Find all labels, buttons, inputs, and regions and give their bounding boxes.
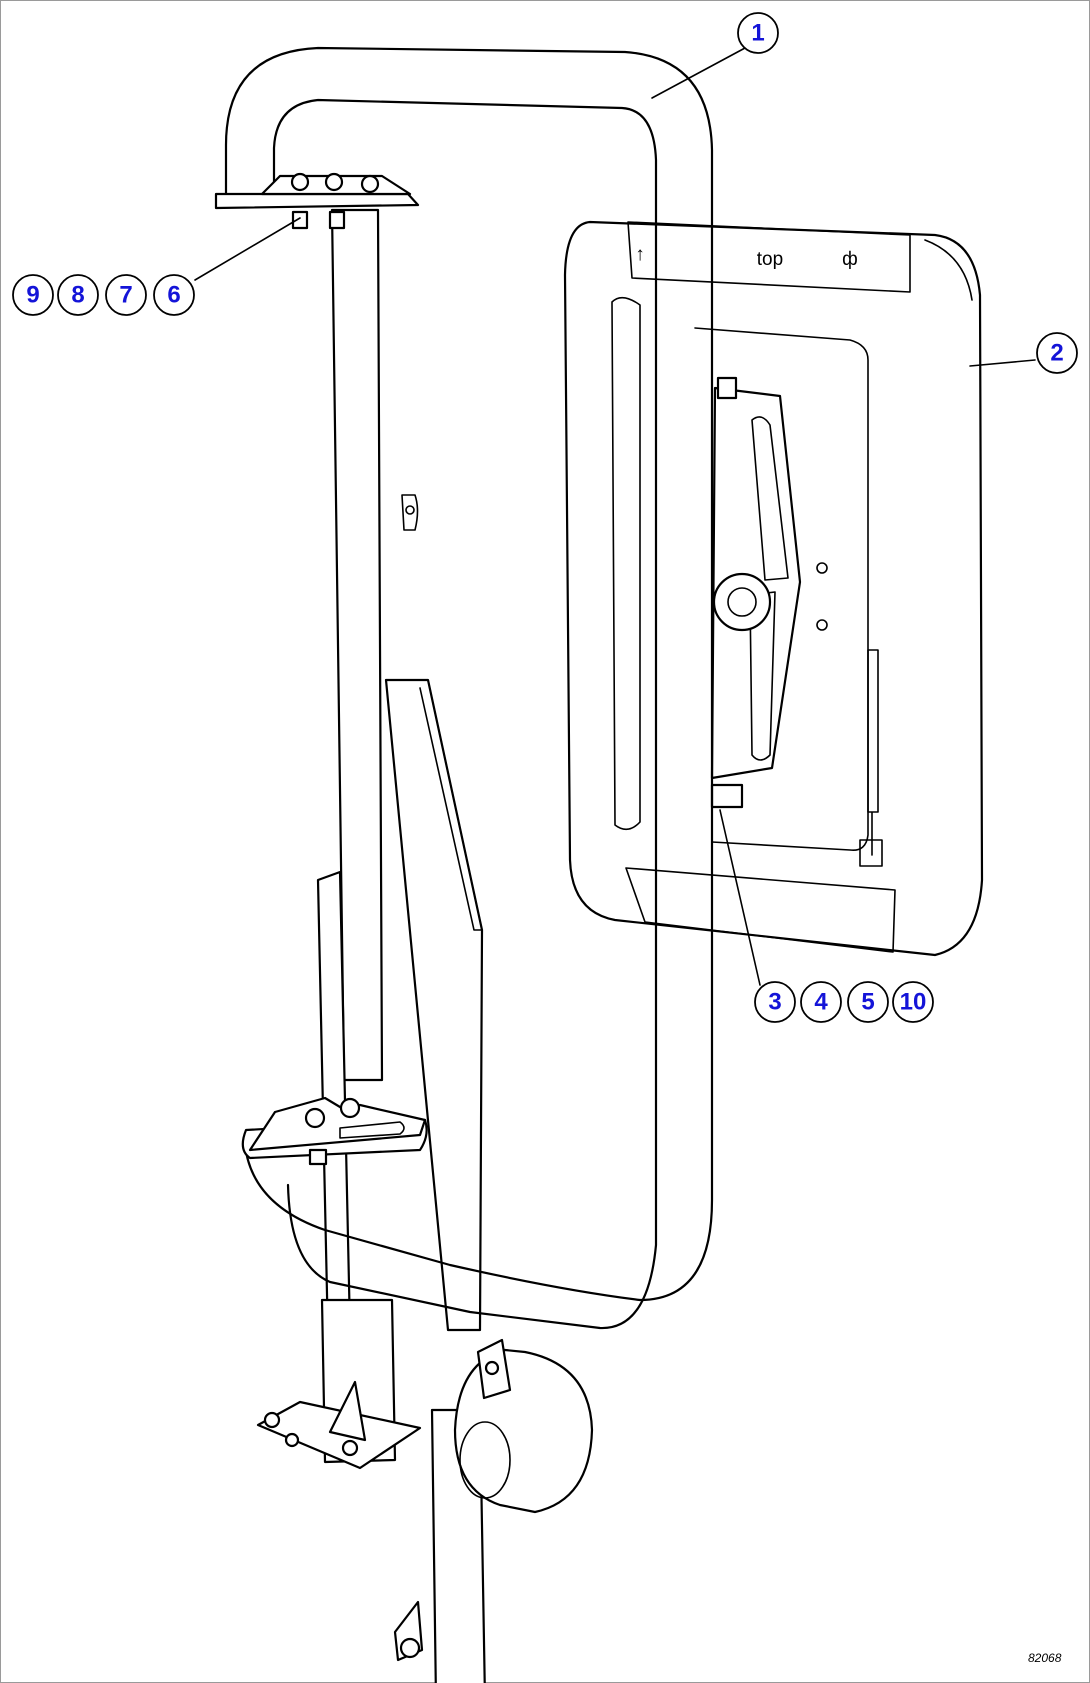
- leader-2: [969, 359, 1036, 367]
- mirror-top-strip: [627, 221, 911, 293]
- horn-bolt: [484, 1360, 500, 1376]
- callout-6: 6: [153, 274, 195, 316]
- drawing-code: 82068: [1028, 1651, 1062, 1665]
- horn-body: [453, 1348, 594, 1514]
- mirror-glass-edge: [694, 327, 869, 852]
- callout-5: 5: [847, 981, 889, 1023]
- leader-1: [651, 47, 746, 99]
- base-bolt-2: [341, 1439, 359, 1457]
- callout-3: 3: [754, 981, 796, 1023]
- mirror-assembly: ↑ top ф: [563, 220, 984, 957]
- fitting-1: [816, 562, 828, 574]
- pivot-nut: [712, 572, 772, 632]
- handrail-outer: [224, 46, 714, 1302]
- top-bolt-2: [324, 172, 344, 192]
- callouts: 1 2 9 8 7 6 3: [12, 12, 1078, 1023]
- mirror-rim: [924, 239, 973, 301]
- svg-text:3: 3: [768, 989, 781, 1016]
- mirror-inner-face: [611, 296, 641, 831]
- bottom-base: [256, 1380, 424, 1662]
- side-plate-edge: [419, 679, 483, 931]
- svg-text:9: 9: [26, 282, 39, 309]
- callout-8: 8: [57, 274, 99, 316]
- mirror-bottom-strip: [625, 867, 896, 953]
- top-clamp: [214, 172, 420, 230]
- top-clamp-plate: [214, 192, 420, 210]
- svg-text:4: 4: [814, 989, 828, 1016]
- top-bolt-3: [360, 174, 380, 194]
- callout-9: 9: [12, 274, 54, 316]
- svg-text:8: 8: [71, 282, 84, 309]
- side-plate: [384, 678, 484, 1332]
- base-bolt-3: [284, 1432, 300, 1448]
- fitting-2: [816, 619, 828, 631]
- decal-arrow: ↑: [635, 244, 645, 265]
- post-side-tab: [401, 494, 419, 531]
- mid-clamp-slot: [339, 1121, 405, 1139]
- lower-clip-bolt: [399, 1637, 421, 1659]
- callout-4: 4: [800, 981, 842, 1023]
- horn: [453, 1338, 594, 1514]
- base-gusset: [328, 1380, 367, 1442]
- bracket-slot-upper: [751, 416, 789, 581]
- callout-10: 10: [892, 981, 934, 1023]
- bracket-bolt-bottom: [710, 783, 744, 809]
- horn-face: [459, 1421, 511, 1499]
- handrail-inner: [272, 98, 658, 1330]
- svg-text:7: 7: [119, 282, 132, 309]
- svg-text:6: 6: [167, 282, 180, 309]
- middle-clamp: [241, 1096, 428, 1166]
- mounting-post: [316, 208, 486, 1683]
- mirror-rod: [867, 649, 879, 856]
- pivot-bolt: [727, 587, 757, 617]
- leader-3: [719, 809, 761, 986]
- top-nut-2: [328, 210, 346, 230]
- decal-symbol: ф: [842, 249, 858, 270]
- mid-nut-1: [308, 1148, 328, 1166]
- handrail-tube: [224, 46, 714, 1330]
- decal-top-text: top: [757, 249, 783, 270]
- base-bolt-1: [263, 1411, 281, 1429]
- callout-7: 7: [105, 274, 147, 316]
- svg-text:1: 1: [751, 20, 764, 47]
- middle-clamp-upper: [248, 1096, 427, 1152]
- bracket-bolt-top: [716, 376, 738, 400]
- leader-6: [194, 217, 301, 281]
- bracket-slot-lower: [749, 591, 776, 761]
- svg-text:5: 5: [861, 989, 874, 1016]
- mirror-rod-clip: [859, 839, 883, 867]
- svg-text:10: 10: [900, 989, 927, 1016]
- leader-lines: [194, 47, 1036, 986]
- top-nut-1: [291, 210, 309, 230]
- mid-bolt-1: [304, 1107, 326, 1129]
- callout-2: 2: [1036, 332, 1078, 374]
- callout-1: 1: [737, 12, 779, 54]
- top-bolt-1: [290, 172, 310, 192]
- mid-bolt-2: [339, 1097, 361, 1119]
- post-upper: [330, 208, 384, 1082]
- svg-text:2: 2: [1050, 340, 1063, 367]
- post-tab-hole: [405, 505, 415, 515]
